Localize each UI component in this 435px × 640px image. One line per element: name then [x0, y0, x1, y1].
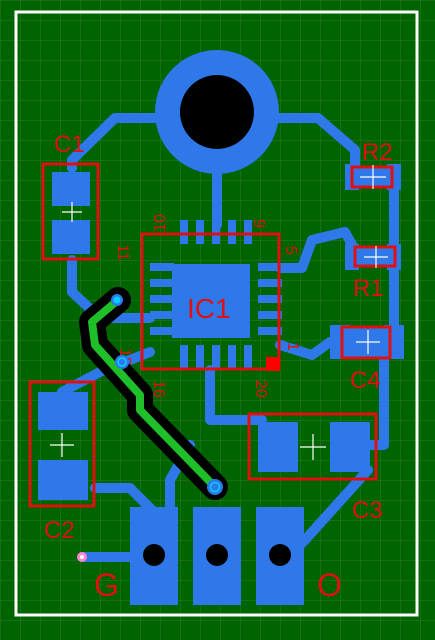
bottom-layer-trace [79, 287, 228, 500]
ic1-pin-16-label: 16 [150, 380, 167, 398]
c4-label: C4 [350, 367, 381, 394]
c4-silkscreen-outline [340, 325, 392, 360]
trace-ic-down [205, 365, 267, 425]
c4-center-mark [356, 330, 380, 354]
ic1-pin-1-label: 1 [284, 342, 301, 351]
via-mid-left[interactable] [115, 355, 129, 369]
trace-c2-to-ic [57, 347, 155, 397]
ic1-label: IC1 [187, 293, 231, 324]
board-outline [14, 10, 419, 617]
ic1-pin-11-label: 11 [114, 244, 131, 261]
c1-component[interactable]: C1 [41, 131, 100, 261]
c1-pad-bottom [52, 220, 90, 254]
top-layer-traces [57, 113, 399, 562]
r1-silkscreen-outline [353, 245, 397, 268]
c3-center-mark [300, 434, 326, 460]
r1-component[interactable]: R1 [345, 244, 401, 302]
r1-label: R1 [353, 275, 384, 302]
c3-component[interactable]: C3 [247, 412, 383, 524]
reference-marker [77, 552, 87, 562]
vias [111, 294, 223, 495]
ic1-pin-5-label: 5 [282, 246, 299, 255]
ic1-pins [150, 220, 282, 369]
c2-center-mark [50, 433, 74, 457]
ic1-pin-10-label: 10 [152, 214, 169, 232]
ic1-pin-20-label: 20 [252, 380, 269, 398]
connector[interactable]: G O [94, 507, 342, 605]
trace-c1-to-ic [67, 255, 155, 323]
c1-center-mark [62, 202, 82, 222]
ic1-thermal-pad [172, 264, 250, 338]
c1-pad-top [52, 172, 90, 206]
connector-pad-middle[interactable] [193, 507, 241, 605]
r2-silkscreen-outline [350, 165, 394, 189]
c3-pad-right [330, 422, 370, 472]
trace-c2-to-g [90, 483, 157, 515]
ic1-pin1-marker [266, 357, 280, 371]
c4-component[interactable]: C4 [330, 325, 404, 394]
connector-label-o: O [317, 567, 342, 603]
r1-center-mark [364, 246, 388, 268]
via-top-left[interactable] [111, 294, 123, 306]
c2-silkscreen-outline [28, 380, 96, 508]
c2-label: C2 [44, 517, 75, 544]
c3-pad-left [258, 422, 298, 472]
r2-component[interactable]: R2 [345, 139, 401, 190]
connector-pad-o[interactable] [256, 507, 304, 605]
trace-hole-to-r2 [257, 113, 360, 182]
r2-center-mark [360, 165, 386, 189]
c2-pad-bottom [38, 460, 88, 500]
c3-silkscreen-outline [247, 412, 378, 481]
ic1-pin-6-label: 6 [252, 219, 269, 228]
via-bottom[interactable] [207, 479, 223, 495]
trace-ic-to-r1 [275, 227, 360, 273]
c1-silkscreen-outline [41, 162, 100, 261]
c1-label: C1 [54, 131, 85, 158]
connector-pad-g[interactable] [130, 507, 178, 605]
c2-pad-top [38, 392, 88, 430]
r2-label: R2 [362, 139, 393, 166]
mounting-hole[interactable] [155, 50, 279, 174]
c3-label: C3 [352, 497, 383, 524]
ic1-silkscreen-outline [140, 232, 281, 371]
connector-label-g: G [94, 567, 119, 603]
c2-component[interactable]: C2 [28, 380, 96, 544]
